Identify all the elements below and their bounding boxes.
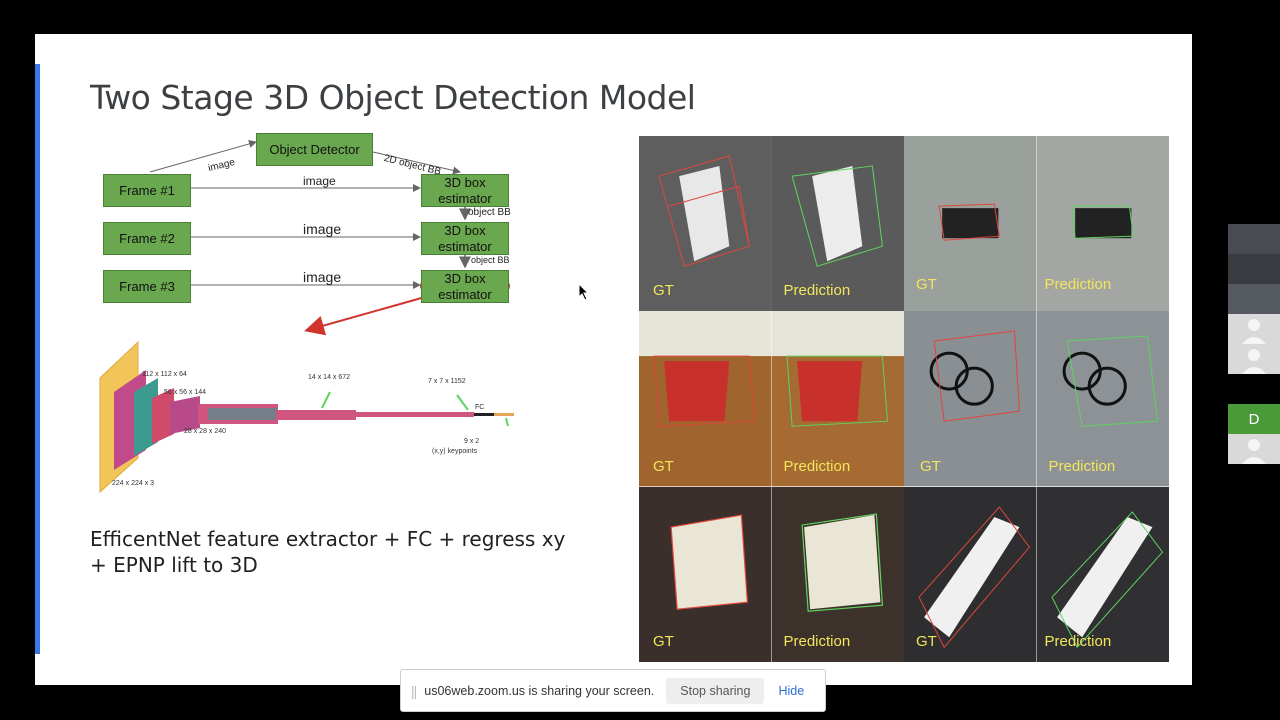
grid-label-r3c3: GT xyxy=(916,632,937,650)
frame-1-box: Frame #1 xyxy=(103,174,191,207)
object-bb-label-2: object BB xyxy=(471,255,510,265)
grid-label-r1c4: Prediction xyxy=(1044,276,1112,294)
caption-line-1: EfficentNet feature extractor + FC + reg… xyxy=(90,527,566,551)
grid-label-r2c3: GT xyxy=(920,457,941,475)
frame-1-label: Frame #1 xyxy=(119,182,175,198)
dim-224: 224 x 224 x 3 xyxy=(112,480,155,487)
participant-avatar-2[interactable] xyxy=(1228,344,1280,374)
participant-avatar-1[interactable] xyxy=(1228,314,1280,344)
participant-initial: D xyxy=(1248,410,1260,428)
dim-28: 28 x 28 x 240 xyxy=(184,428,227,435)
estimator-1-box: 3D box estimator xyxy=(421,174,509,207)
slide-caption: EfficentNet feature extractor + FC + reg… xyxy=(90,526,570,578)
image-label-1: image xyxy=(303,174,336,188)
object-detector-box: Object Detector xyxy=(256,133,373,166)
grid-label-r2c2: Prediction xyxy=(783,457,851,475)
person-icon xyxy=(1242,319,1266,344)
caption-line-2: + EPNP lift to 3D xyxy=(90,553,258,577)
frame-2-label: Frame #2 xyxy=(119,230,175,246)
slide-title: Two Stage 3D Object Detection Model xyxy=(90,78,696,117)
object-bb-label-1: object BB xyxy=(468,207,511,218)
mouse-cursor-icon xyxy=(578,282,590,306)
result-chair-pred: Prediction xyxy=(771,136,904,312)
participant-avatar-3[interactable] xyxy=(1228,434,1280,464)
image-label-3: image xyxy=(303,269,342,285)
result-shoe-pred: Prediction xyxy=(1036,486,1169,662)
slide: Two Stage 3D Object Detection Model xyxy=(35,34,1192,685)
screen-share-bar: || us06web.zoom.us is sharing your scree… xyxy=(400,669,826,712)
result-camera-gt: GT xyxy=(904,136,1037,312)
participant-video-1[interactable] xyxy=(1228,224,1280,254)
estimator-1-label: 3D box estimator xyxy=(438,174,492,206)
fc-label: FC xyxy=(475,404,485,411)
result-bike-pred: Prediction xyxy=(1036,311,1169,487)
grid-label-r1c3: GT xyxy=(916,276,937,294)
detection-results-grid: GT Prediction GT Prediction GT Predictio… xyxy=(639,136,1169,662)
pipeline-diagram: Object Detector Frame #1 Frame #2 Frame … xyxy=(90,130,590,510)
result-chair-gt: GT xyxy=(639,136,772,312)
participant-initial-d[interactable]: D xyxy=(1228,404,1280,434)
grid-label-r1c1: GT xyxy=(653,282,674,300)
grid-label-r2c1: GT xyxy=(653,457,674,475)
participant-video-3[interactable] xyxy=(1228,284,1280,314)
result-camera-pred: Prediction xyxy=(1036,136,1169,312)
result-box-pred: Prediction xyxy=(771,486,904,662)
slide-accent-bar xyxy=(35,64,40,654)
estimator-3-label: 3D box estimator xyxy=(438,270,492,302)
frame-2-box: Frame #2 xyxy=(103,222,191,255)
result-box-gt: GT xyxy=(639,486,772,662)
keypoints-label: (x,y) keypoints xyxy=(432,448,478,455)
dim-112: 112 x 112 x 64 xyxy=(142,371,187,378)
dim-7: 7 x 7 x 1152 xyxy=(428,378,466,385)
grid-label-r1c2: Prediction xyxy=(783,282,851,300)
person-icon xyxy=(1242,349,1266,374)
grid-label-r3c1: GT xyxy=(653,632,674,650)
estimator-2-box: 3D box estimator xyxy=(421,222,509,255)
result-mug-gt: GT xyxy=(639,311,772,487)
share-status-text: us06web.zoom.us is sharing your screen. xyxy=(424,683,655,698)
dim-9x2: 9 x 2 xyxy=(464,438,480,445)
estimator-2-label: 3D box estimator xyxy=(438,222,492,254)
grid-label-r3c4: Prediction xyxy=(1044,632,1112,650)
participant-gap xyxy=(1228,374,1280,404)
dim-14: 14 x 14 x 672 xyxy=(308,374,351,381)
result-mug-pred: Prediction xyxy=(771,311,904,487)
participant-video-2[interactable] xyxy=(1228,254,1280,284)
grid-label-r3c2: Prediction xyxy=(783,632,851,650)
person-icon xyxy=(1242,439,1266,464)
object-detector-label: Object Detector xyxy=(269,141,360,157)
frame-3-label: Frame #3 xyxy=(119,278,175,294)
dim-56: 56 x 56 x 144 xyxy=(164,389,207,396)
participant-strip: D xyxy=(1228,224,1280,464)
diagram-arrows xyxy=(99,140,514,494)
result-shoe-gt: GT xyxy=(904,486,1037,662)
hide-button[interactable]: Hide xyxy=(778,683,805,698)
frame-3-box: Frame #3 xyxy=(103,270,191,303)
drag-handle-icon[interactable]: || xyxy=(411,682,417,699)
estimator-3-box: 3D box estimator xyxy=(421,270,509,303)
grid-label-r2c4: Prediction xyxy=(1048,457,1116,475)
stop-sharing-button[interactable]: Stop sharing xyxy=(666,677,765,704)
result-bike-gt: GT xyxy=(904,311,1037,487)
image-label-2: image xyxy=(303,221,342,237)
